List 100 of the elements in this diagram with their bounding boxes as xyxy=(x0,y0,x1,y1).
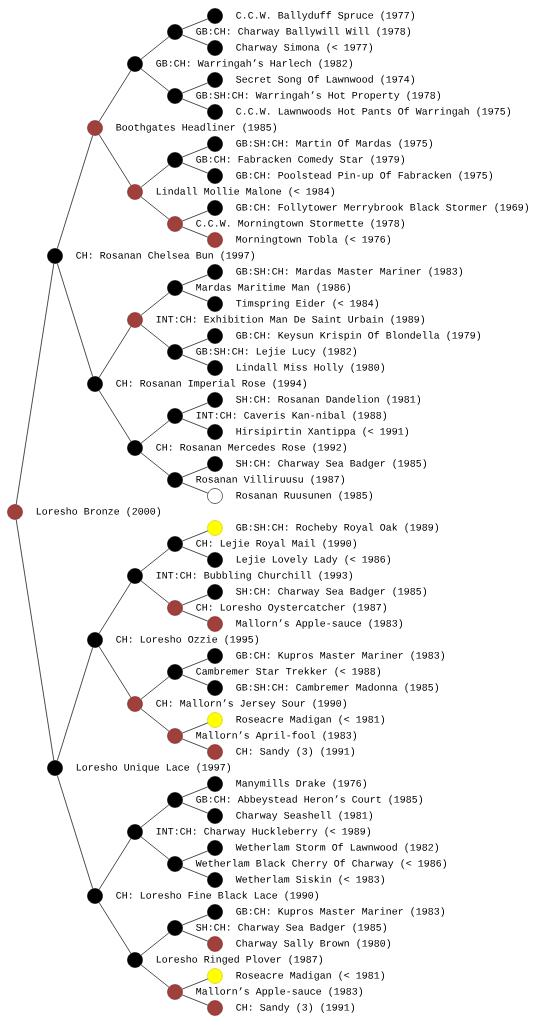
name-label: GB:CH: Kupros Master Mariner (1983) xyxy=(236,907,445,917)
name-label: Charway Simona (< 1977) xyxy=(236,43,373,53)
connector-line xyxy=(181,354,209,366)
connector-line xyxy=(98,70,132,122)
connector-line xyxy=(140,164,170,188)
connector-line xyxy=(140,548,170,572)
connector-line xyxy=(140,452,170,476)
name-label: Charway Seashell (1981) xyxy=(236,811,373,821)
connector-line xyxy=(140,580,170,604)
name-label: SH:CH: Rosanan Dandelion (1981) xyxy=(236,395,421,405)
connector-line xyxy=(181,290,209,302)
connector-line xyxy=(140,196,170,220)
connector-line xyxy=(181,226,209,238)
name-label: Cambremer Star Trekker (< 1988) xyxy=(196,667,381,677)
name-label: Mallorn’s April-fool (1983) xyxy=(196,731,357,741)
connector-line xyxy=(57,775,93,889)
connector-line xyxy=(140,420,170,444)
name-label: Secret Song Of Lawnwood (1974) xyxy=(236,75,415,85)
connector-line xyxy=(98,646,132,698)
name-label: Lindall Mollie Malone (< 1984) xyxy=(156,187,335,197)
name-label: CH: Sandy (3) (1991) xyxy=(236,1003,355,1013)
name-label: GB:SH:CH: Rocheby Royal Oak (1989) xyxy=(236,523,439,533)
connector-line xyxy=(181,402,209,414)
name-label: Wetherlam Storm Of Lawnwood (1982) xyxy=(235,843,439,853)
connector-line xyxy=(181,18,209,30)
connector-line xyxy=(15,263,55,505)
name-label: CH: Lejie Royal Mail (1990) xyxy=(196,539,357,549)
connector-line xyxy=(181,98,209,110)
connector-line xyxy=(181,994,209,1006)
connector-line xyxy=(98,838,132,890)
connector-line xyxy=(57,647,93,761)
connector-line xyxy=(98,326,132,378)
connector-line xyxy=(181,738,209,750)
name-label: SH:CH: Charway Sea Badger (1985) xyxy=(196,923,387,933)
name-label: CH: Sandy (3) (1991) xyxy=(236,747,355,757)
name-label: INT:CH: Bubbling Churchill (1993) xyxy=(156,571,353,581)
connector-line xyxy=(181,978,209,990)
name-label: GB:CH: Charway Ballywill Will (1978) xyxy=(196,27,411,37)
name-label: GB:CH: Fabracken Comedy Star (1979) xyxy=(196,155,405,165)
name-label: Lindall Miss Holly (1980) xyxy=(236,363,385,373)
connector-line xyxy=(181,610,209,622)
name-label: SH:CH: Charway Sea Badger (1985) xyxy=(236,459,427,469)
connector-line xyxy=(57,135,93,249)
name-label: GB:CH: Warringah’s Harlech (1982) xyxy=(156,59,353,69)
connector-line xyxy=(98,134,132,186)
name-label: INT:CH: Exhibition Man De Saint Urbain (1989) xyxy=(156,315,425,325)
connector-line xyxy=(181,274,209,286)
name-label: CH: Loresho Oystercatcher (1987) xyxy=(196,603,387,613)
name-label: CH: Rosanan Chelsea Bun (1997) xyxy=(76,251,255,261)
connector-line xyxy=(181,658,209,670)
connector-line xyxy=(181,786,209,798)
name-label: GB:CH: Follytower Merrybrook Black Stormer (1969) xyxy=(236,203,529,213)
connector-line xyxy=(181,914,209,926)
connector-line xyxy=(181,162,209,174)
name-label: CH: Loresho Fine Black Lace (1990) xyxy=(116,891,319,901)
name-label: SH:CH: Charway Sea Badger (1985) xyxy=(236,587,427,597)
connector-line xyxy=(15,519,55,761)
connector-line xyxy=(181,146,209,158)
name-label: CH: Mallorn’s Jersey Sour (1990) xyxy=(156,699,347,709)
connector-line xyxy=(181,546,209,558)
connector-line xyxy=(181,530,209,542)
connector-line xyxy=(140,68,170,92)
name-label: GB:CH: Poolstead Pin-up Of Fabracken (1975) xyxy=(236,171,493,181)
name-label: GB:SH:CH: Warringah’s Hot Property (1978) xyxy=(196,91,441,101)
connector-line xyxy=(140,964,170,988)
connector-line xyxy=(181,866,209,878)
name-label: Hirsipirtin Xantippa (< 1991) xyxy=(236,427,409,437)
name-label: Loresho Ringed Plover (1987) xyxy=(156,955,323,965)
connector-line xyxy=(181,674,209,686)
connector-line xyxy=(98,902,132,954)
connector-line xyxy=(181,802,209,814)
connector-line xyxy=(140,676,170,700)
connector-line xyxy=(181,82,209,94)
name-label: INT:CH: Charway Huckleberry (< 1989) xyxy=(156,827,371,837)
name-label: GB:CH: Abbeystead Heron’s Court (1985) xyxy=(196,795,423,805)
name-label: Timspring Eider (< 1984) xyxy=(236,299,379,309)
name-label: C.C.W. Lawnwoods Hot Pants Of Warringah (1975) xyxy=(236,107,511,117)
connector-line xyxy=(181,466,209,478)
name-label: Mardas Maritime Man (1986) xyxy=(196,283,351,293)
name-label: Charway Sally Brown (1980) xyxy=(236,939,391,949)
connector-line xyxy=(181,338,209,350)
name-label: CH: Rosanan Imperial Rose (1994) xyxy=(116,379,307,389)
connector-line xyxy=(181,850,209,862)
connector-line xyxy=(181,418,209,430)
connector-line xyxy=(140,836,170,860)
name-label: Mallorn’s Apple-sauce (1983) xyxy=(236,619,403,629)
name-label: GB:SH:CH: Martin Of Mardas (1975) xyxy=(236,139,433,149)
name-label: GB:CH: Keysun Krispin Of Blondella (1979) xyxy=(236,331,481,341)
name-label: GB:CH: Kupros Master Mariner (1983) xyxy=(236,651,445,661)
name-label: C.C.W. Morningtown Stormette (1978) xyxy=(196,219,405,229)
connector-line xyxy=(98,582,132,634)
name-label: Manymills Drake (1976) xyxy=(236,779,367,789)
name-label: C.C.W. Ballyduff Spruce (1977) xyxy=(236,11,415,21)
name-label: Roseacre Madigan (< 1981) xyxy=(236,971,385,981)
name-label: Wetherlam Siskin (< 1983) xyxy=(235,875,385,885)
connector-line xyxy=(140,804,170,828)
name-label: Morningtown Tobla (< 1976) xyxy=(236,235,391,245)
connector-line xyxy=(140,36,170,60)
connector-line xyxy=(181,930,209,942)
connector-line xyxy=(140,324,170,348)
